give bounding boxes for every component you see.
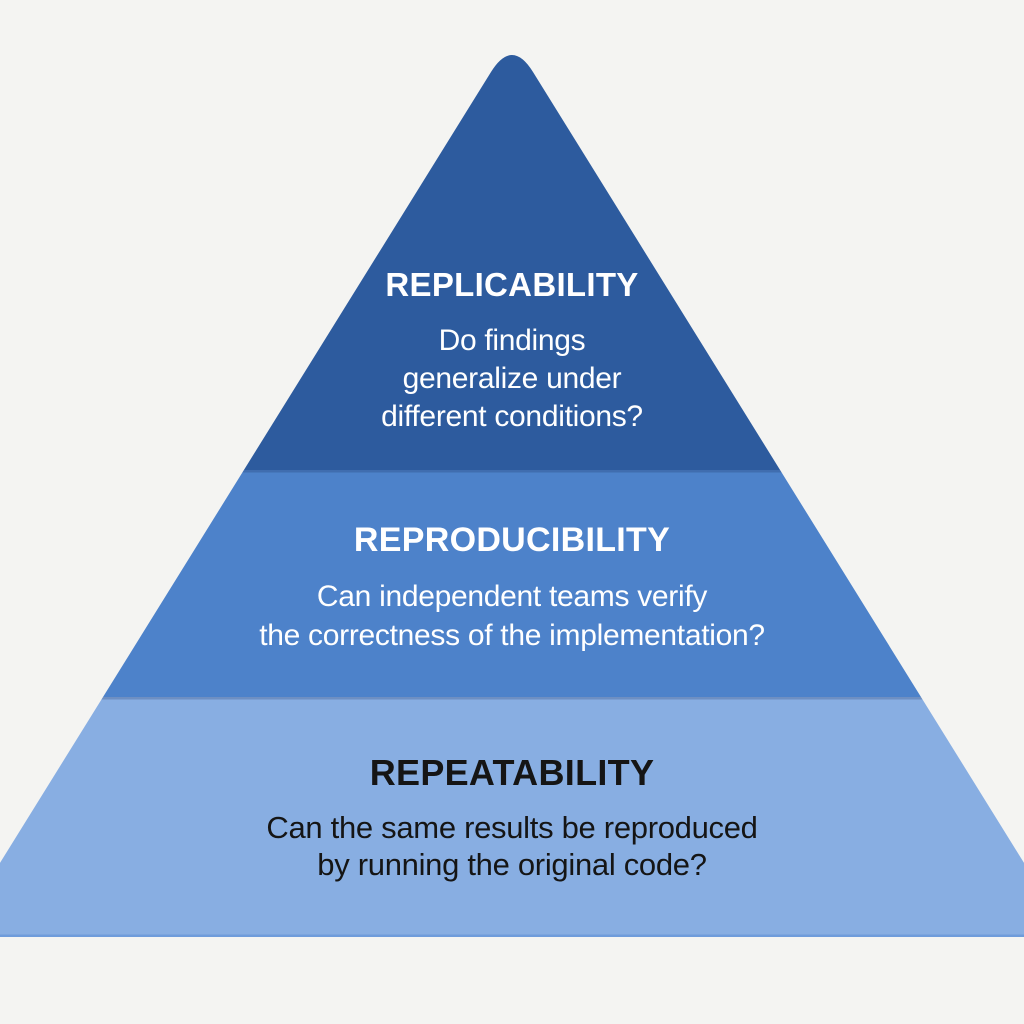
question-line: generalize under bbox=[402, 362, 622, 395]
question-line: the correctness of the implementation? bbox=[259, 619, 765, 652]
question-line: different conditions? bbox=[381, 400, 643, 433]
question-line: by running the original code? bbox=[317, 847, 707, 882]
pyramid-base-edge bbox=[0, 934, 1024, 937]
question-line: Can the same results be reproduced bbox=[266, 810, 758, 845]
tier-divider-line-1 bbox=[0, 470, 1024, 473]
tier-repeatability-label: REPEATABILITY bbox=[369, 752, 655, 793]
tier-replicability-question: Do findings generalize under different c… bbox=[0, 322, 1024, 436]
tier-reproducibility-label: REPRODUCIBILITY bbox=[353, 521, 671, 559]
tier-reproducibility-question: Can independent teams verify the correct… bbox=[0, 577, 1024, 655]
question-line: Can independent teams verify bbox=[316, 580, 708, 613]
tier-repeatability-question: Can the same results be reproduced by ru… bbox=[0, 809, 1024, 883]
tier-divider-line-2 bbox=[0, 697, 1024, 700]
tier-repeatability-band bbox=[0, 697, 1024, 937]
tier-replicability-label: REPLICABILITY bbox=[385, 266, 639, 303]
question-line: Do findings bbox=[438, 324, 586, 357]
